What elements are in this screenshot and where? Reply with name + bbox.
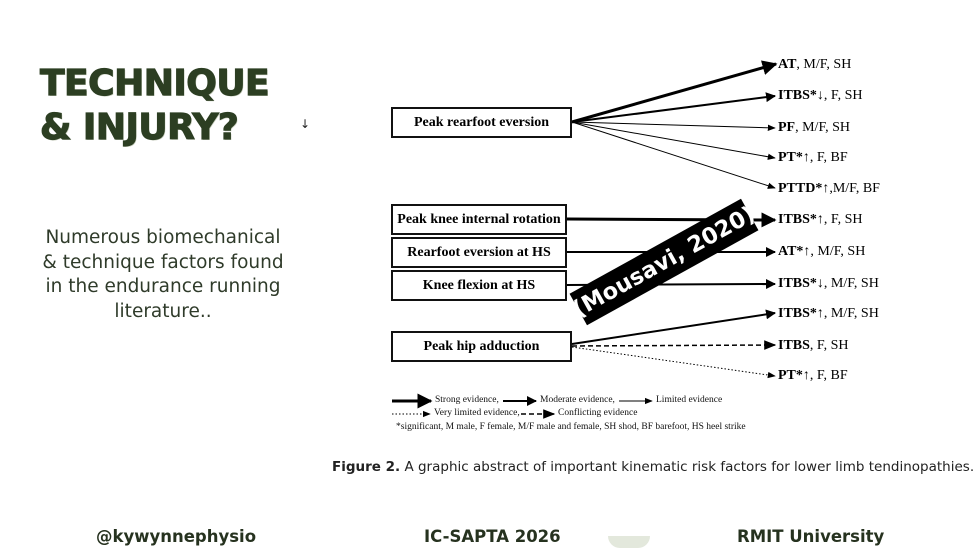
legend-note: *significant, M male, F female, M/F male…: [396, 422, 746, 432]
title-line-2: & INJURY?: [39, 106, 239, 148]
slide-title: TECHNIQUE & INJURY?: [39, 62, 290, 150]
legend-moderate-label: Moderate evidence,: [540, 395, 615, 405]
factor-rearfoot-eversion-at-hs: Rearfoot eversion at HS: [391, 237, 567, 268]
figure-caption: Figure 2. A graphic abstract of importan…: [332, 459, 975, 475]
arrow-rearfoot-to-pf: [571, 121, 776, 131]
outcome-label: PF, M/F, SH: [778, 120, 851, 135]
arrow-rearfoot-to-pt: [571, 121, 776, 160]
arrow-rearfoot-to-pttd: [571, 121, 776, 189]
arrow-rearfoot-to-at: [571, 60, 778, 124]
outcome-label: ITBS*↑, M/F, SH: [778, 306, 879, 321]
outcome-label: PTTD*↑,M/F, BF: [778, 181, 880, 196]
footer-organization: RMIT University: [737, 527, 885, 546]
arrow-rearfoot-to-itbs: [571, 92, 776, 123]
arrow-hip-to-pt: [571, 346, 776, 379]
down-arrow-icon: ↓: [300, 117, 311, 131]
factor-knee-flexion-at-hs: Knee flexion at HS: [391, 270, 567, 301]
footer-event: IC-SAPTA 2026: [424, 527, 561, 546]
outcome-label: AT, M/F, SH: [778, 57, 852, 72]
footer-decoration: [608, 536, 650, 548]
factor-peak-hip-adduction: Peak hip adduction: [391, 331, 572, 362]
legend-strong-label: Strong evidence,: [435, 395, 499, 405]
footer-handle: @kywynnephysio: [96, 527, 257, 546]
factor-peak-rearfoot-eversion: Peak rearfoot eversion: [391, 107, 572, 138]
outcome-label: PT*↑, F, BF: [778, 368, 848, 383]
legend-conflicting-label: Conflicting evidence: [558, 408, 638, 418]
outcome-label: ITBS*↓, M/F, SH: [778, 276, 879, 291]
outcome-label: PT*↑, F, BF: [778, 150, 848, 165]
arrow-hip-to-itbs-1: [571, 309, 776, 345]
outcome-label: ITBS, F, SH: [778, 338, 849, 353]
outcome-label: AT*↑, M/F, SH: [778, 244, 866, 259]
slide-description: Numerous biomechanical & technique facto…: [42, 227, 284, 322]
legend-limited-label: Limited evidence: [656, 395, 723, 405]
legend-very-limited-label: Very limited evidence,: [434, 408, 520, 418]
title-line-1: TECHNIQUE: [39, 62, 270, 104]
factor-peak-knee-internal-rotation: Peak knee internal rotation: [391, 204, 567, 235]
outcome-label: ITBS*↑, F, SH: [778, 212, 863, 227]
outcome-label: ITBS*↓, F, SH: [778, 88, 863, 103]
arrow-hip-to-itbs-2: [571, 340, 777, 350]
